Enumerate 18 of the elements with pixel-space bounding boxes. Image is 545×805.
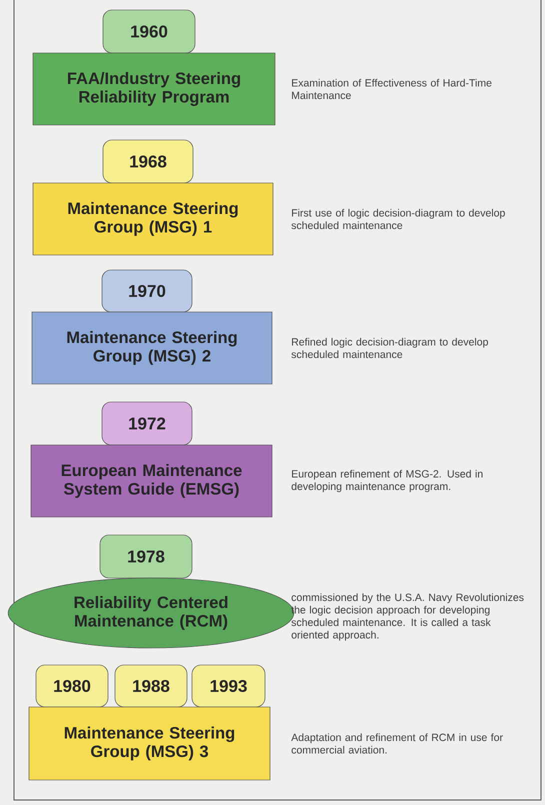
program-box: FAA/Industry Steering Reliability Program [32,52,276,126]
program-box: Maintenance Steering Group (MSG) 1 [32,182,274,256]
year-tab: 1960 [102,10,196,54]
year-tab: 1978 [100,534,192,578]
description-text: Examination of Effectiveness of Hard-Time Maintenance [292,78,492,100]
description-text: Adaptation and refinement of RCM in use for commercial aviation. [291,733,503,754]
year-tab: 1970 [102,270,192,312]
year-tab: 1972 [102,402,192,446]
program-box: Maintenance Steering Group (MSG) 2 [32,312,272,384]
year-tab: 1968 [102,140,194,184]
program-box: Maintenance Steering Group (MSG) 3 [28,706,270,780]
description-text: European refinement of MSG-2. Used in developing maintenance program. [292,470,482,492]
description-text: Refined logic decision-diagram to develop scheduled maintenance [292,338,488,358]
year-tab: 1993 [192,664,266,708]
description-text: First use of logic decision-diagram to develop scheduled maintenance [292,208,505,230]
year-tab: 1980 [36,664,108,708]
program-box: European Maintenance System Guide (EMSG) [30,444,272,518]
year-tab: 1988 [114,664,188,708]
